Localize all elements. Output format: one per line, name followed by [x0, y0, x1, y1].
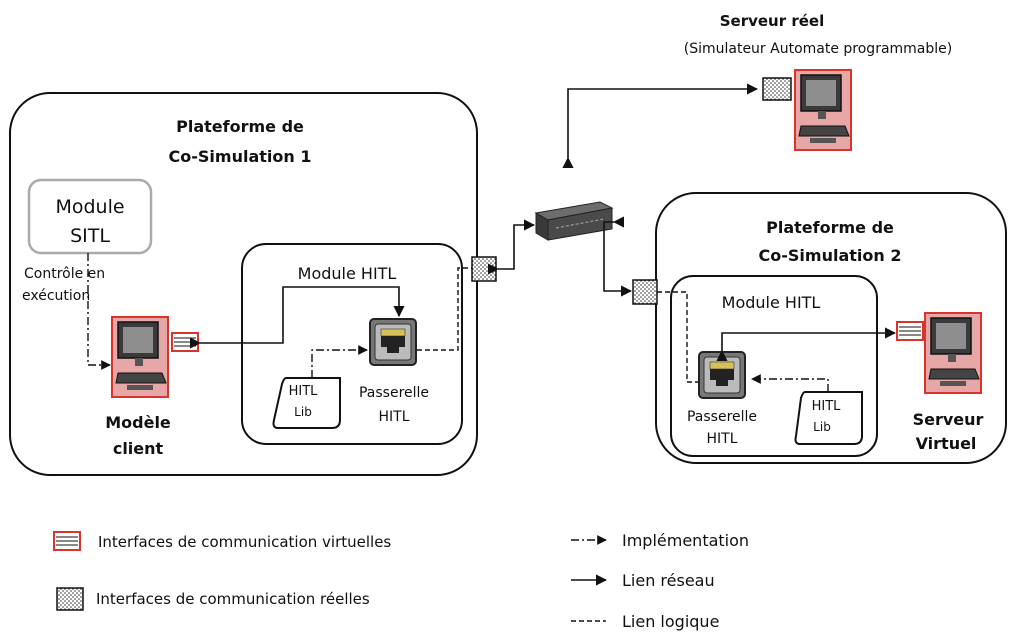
logical-link-gateway-2: [657, 291, 700, 383]
platform-2: Plateforme de Co-Simulation 2 Module HIT…: [632, 192, 1007, 464]
real-server-title: Serveur réel: [720, 12, 825, 30]
gateway-2-label-line2: HITL: [706, 431, 737, 447]
platform-2-title-line2: Co-Simulation 2: [759, 246, 902, 265]
hitl-module-1-title: Module HITL: [298, 264, 397, 283]
network-link-platform1-switch: [487, 219, 536, 275]
real-server-real-interface: [762, 77, 792, 101]
runtime-control-line1: Contrôle en: [24, 266, 105, 282]
sitl-module-line2: SITL: [70, 225, 110, 247]
hitl-module-2-title: Module HITL: [722, 293, 821, 312]
implementation-link-lib-gateway-1: [311, 345, 368, 378]
runtime-control-line2: exécution: [22, 288, 90, 304]
virtual-server-line2: Virtuel: [916, 434, 977, 453]
network-switch-icon: [534, 201, 614, 241]
logical-link-gateway-1: [417, 267, 472, 351]
hitl-lib-1-line2: Lib: [294, 405, 312, 419]
implementation-link-lib-gateway-2: [751, 374, 829, 392]
network-link-gateway2-server: [716, 327, 897, 362]
hitl-gateway-2-icon: [698, 351, 746, 399]
platform-2-real-interface: [632, 279, 658, 305]
platform-1-title-line2: Co-Simulation 1: [169, 147, 312, 166]
client-label-line1: Modèle: [105, 413, 171, 432]
virtual-server-pc-icon: [924, 312, 982, 394]
network-link-client-gateway-1: [189, 286, 405, 349]
legend: Interfaces de communication virtuelles I…: [53, 531, 749, 631]
platform-2-title-line1: Plateforme de: [766, 218, 894, 237]
legend-implementation: Implémentation: [622, 531, 749, 550]
hitl-lib-2-scroll: [794, 391, 863, 445]
gateway-1-label-line1: Passerelle: [359, 385, 429, 401]
platform-1: Plateforme de Co-Simulation 1 Module SIT…: [9, 92, 497, 476]
platform-1-title-line1: Plateforme de: [176, 117, 304, 136]
client-pc-icon: [111, 316, 169, 398]
sitl-module-line1: Module: [55, 196, 124, 218]
legend-real-interfaces: Interfaces de communication réelles: [96, 590, 370, 608]
real-server: Serveur réel (Simulateur Automate progra…: [684, 12, 953, 151]
legend-virtual-interfaces: Interfaces de communication virtuelles: [98, 533, 391, 551]
hitl-lib-2-line2: Lib: [813, 420, 831, 434]
legend-logical-link: Lien logique: [622, 612, 719, 631]
platform-1-real-interface: [471, 256, 497, 282]
platform-1-frame: [9, 92, 478, 476]
hitl-lib-1-line1: HITL: [289, 384, 319, 399]
hitl-module-2-frame: [670, 275, 878, 457]
virtual-server-line1: Serveur: [913, 410, 984, 429]
network-link-server-switch: [562, 83, 759, 169]
hitl-lib-2-line1: HITL: [812, 399, 842, 414]
hitl-lib-1-scroll: [272, 377, 341, 429]
gateway-1-label-line2: HITL: [378, 409, 409, 425]
virtual-server-interface: [896, 321, 924, 341]
platform-2-frame: [655, 192, 1007, 464]
gateway-2-label-line1: Passerelle: [687, 409, 757, 425]
sitl-module-box: [27, 178, 153, 255]
client-label-line2: client: [113, 439, 164, 458]
legend-network-link: Lien réseau: [622, 571, 715, 590]
legend-virtual-interface-icon: [53, 531, 81, 551]
hitl-gateway-1-icon: [369, 318, 417, 366]
real-server-pc-icon: [794, 69, 852, 151]
real-server-subtitle: (Simulateur Automate programmable): [684, 41, 953, 57]
implementation-link-sitl-client: [87, 253, 111, 370]
client-virtual-interface: [171, 332, 199, 352]
legend-real-interface-icon: [56, 587, 84, 611]
network-link-switch-platform2: [603, 216, 633, 297]
